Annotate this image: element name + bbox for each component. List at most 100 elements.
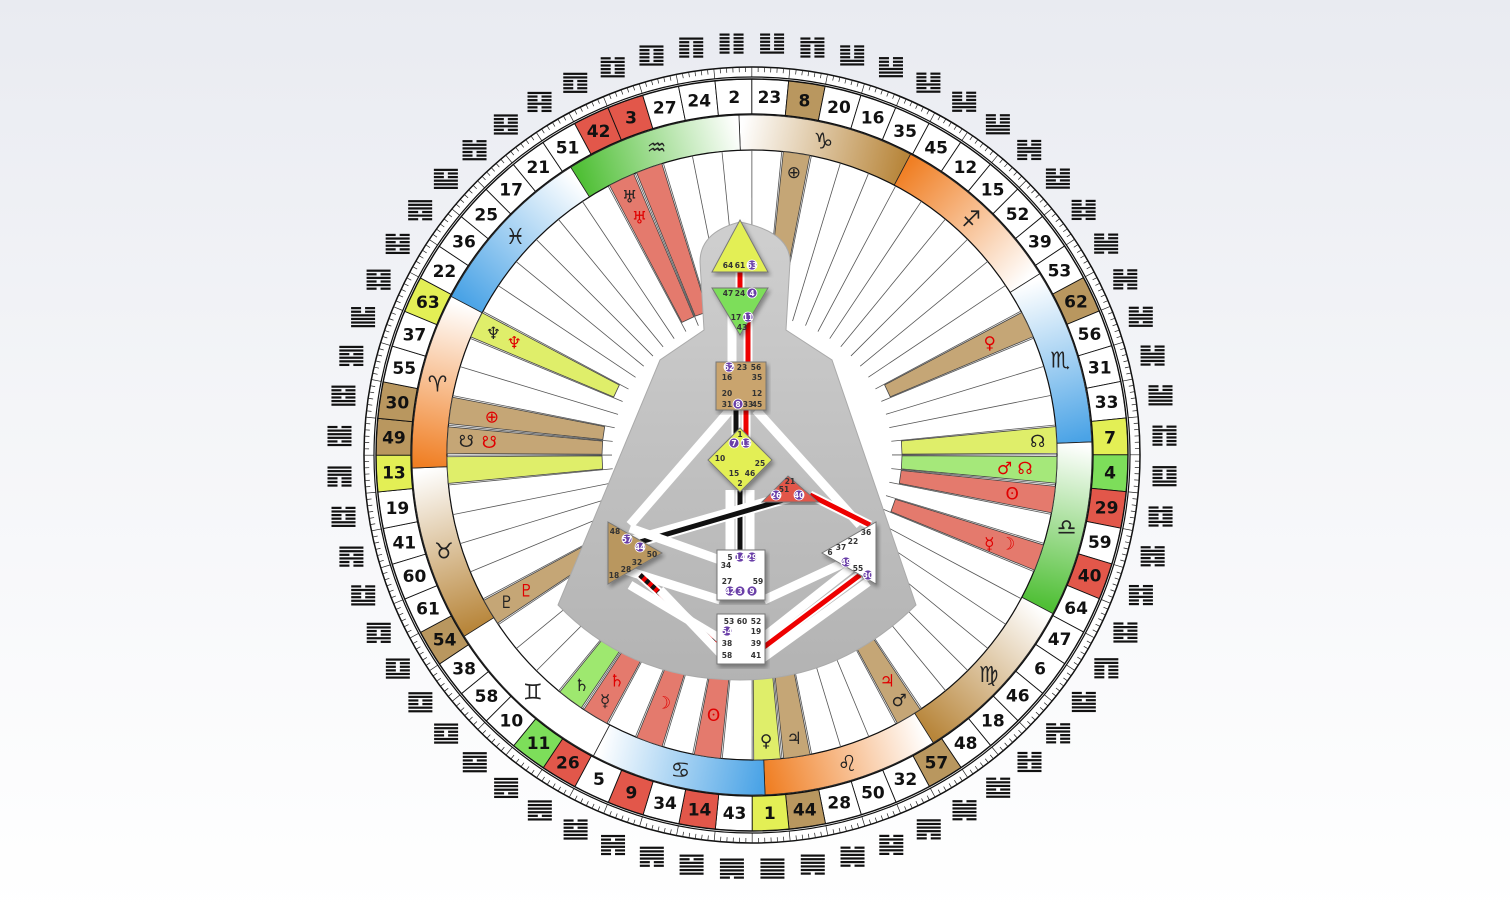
- degree-tick: [468, 716, 473, 721]
- degree-tick: [1122, 378, 1133, 382]
- degree-tick: [425, 244, 431, 248]
- degree-tick: [409, 633, 419, 639]
- degree-tick: [579, 106, 583, 112]
- degree-tick: [365, 416, 376, 419]
- solar-plexus-center: [820, 521, 877, 585]
- gate-number: 41: [392, 533, 416, 553]
- spoke-line: [875, 310, 1022, 390]
- degree-tick: [429, 664, 438, 671]
- degree-tick: [447, 213, 453, 218]
- degree-tick: [694, 71, 696, 77]
- degree-tick: [1108, 595, 1114, 598]
- gate-number: 38: [452, 660, 476, 680]
- degree-tick: [1077, 656, 1082, 661]
- degree-tick: [464, 194, 469, 199]
- degree-tick: [701, 834, 703, 840]
- planet-icon: ♄: [609, 672, 624, 692]
- gate-number: 64: [1064, 599, 1088, 619]
- hexagram-icon: [494, 777, 519, 799]
- degree-tick: [382, 571, 388, 575]
- center-gate-number: 28: [621, 565, 631, 574]
- planet-icon: ♃: [880, 672, 895, 692]
- zodiac-sign-icon: ♐: [961, 207, 981, 232]
- gate-number: 49: [382, 429, 406, 449]
- degree-tick: [1004, 742, 1009, 747]
- degree-tick: [1085, 271, 1095, 277]
- gate-number: 23: [758, 88, 782, 108]
- gate-number: 55: [392, 359, 416, 379]
- spoke-line: [840, 218, 946, 347]
- degree-tick: [1063, 228, 1068, 233]
- planet-icon: ♂ ☊: [997, 459, 1033, 479]
- degree-tick: [1080, 255, 1085, 259]
- degree-tick: [377, 553, 383, 556]
- degree-tick: [536, 769, 543, 778]
- hexagram-icon: [1152, 466, 1177, 487]
- center-gate-number: 41: [751, 651, 761, 660]
- degree-tick: [440, 683, 445, 687]
- degree-tick: [505, 154, 513, 164]
- degree-tick: [520, 143, 524, 148]
- degree-tick: [961, 132, 968, 141]
- degree-tick: [979, 143, 984, 148]
- spoke-line: [792, 162, 841, 322]
- gate-number: 14: [688, 801, 712, 821]
- planet-icon: ⊕: [485, 408, 499, 428]
- center-gate-number: 24: [735, 289, 745, 298]
- center-gate-number: 38: [722, 639, 732, 648]
- degree-tick: [868, 85, 871, 91]
- degree-tick: [541, 776, 545, 782]
- degree-tick: [1110, 589, 1116, 592]
- degree-tick: [880, 89, 883, 95]
- degree-tick: [393, 599, 403, 604]
- degree-tick: [1066, 233, 1072, 238]
- gate-number: 24: [687, 91, 711, 111]
- spoke-line: [891, 424, 1056, 442]
- spoke-line: [452, 395, 615, 429]
- gate-number: 42: [587, 122, 611, 142]
- degree-tick: [436, 677, 441, 682]
- hexagram-icon: [840, 45, 865, 66]
- degree-tick: [1130, 397, 1136, 399]
- hexagram-icon: [601, 834, 626, 856]
- g-center: [707, 427, 773, 493]
- degree-tick: [639, 816, 643, 827]
- degree-tick: [557, 118, 561, 124]
- degree-tick: [456, 702, 461, 707]
- activated-gate-wedge: [446, 455, 604, 484]
- channel: [757, 578, 871, 664]
- center-gate-number: 17: [731, 313, 741, 322]
- center-gate-number: 42: [725, 587, 735, 596]
- degree-tick: [682, 73, 684, 79]
- degree-tick: [1066, 672, 1072, 676]
- degree-tick: [808, 833, 810, 839]
- hexagram-icon: [1017, 139, 1042, 161]
- degree-tick: [369, 391, 375, 394]
- degree-tick: [1026, 184, 1031, 189]
- center-gate-number: 4: [749, 289, 754, 298]
- hexagram-icon: [840, 846, 865, 867]
- center-gate-number: 37: [836, 543, 846, 552]
- hexagram-icon: [639, 846, 664, 867]
- degree-tick: [676, 825, 679, 836]
- degree-tick: [1009, 738, 1013, 743]
- degree-tick: [980, 762, 984, 767]
- degree-tick: [1126, 535, 1132, 538]
- degree-tick: [365, 491, 376, 494]
- center-gate-number: 6: [827, 548, 832, 557]
- center-gate-number: 8: [735, 400, 740, 409]
- degree-tick: [991, 746, 999, 756]
- center-gate-number: 63: [747, 261, 757, 270]
- degree-tick: [384, 577, 390, 581]
- channel: [757, 561, 858, 644]
- degree-tick: [930, 788, 936, 798]
- degree-tick: [921, 798, 925, 804]
- degree-tick: [1123, 360, 1129, 363]
- degree-tick: [903, 98, 907, 104]
- degree-tick: [374, 366, 380, 369]
- activated-gate-wedge: [898, 469, 1056, 514]
- degree-tick: [370, 523, 376, 525]
- degree-tick: [568, 788, 575, 798]
- degree-tick: [989, 754, 994, 760]
- spoke-line: [881, 337, 1034, 402]
